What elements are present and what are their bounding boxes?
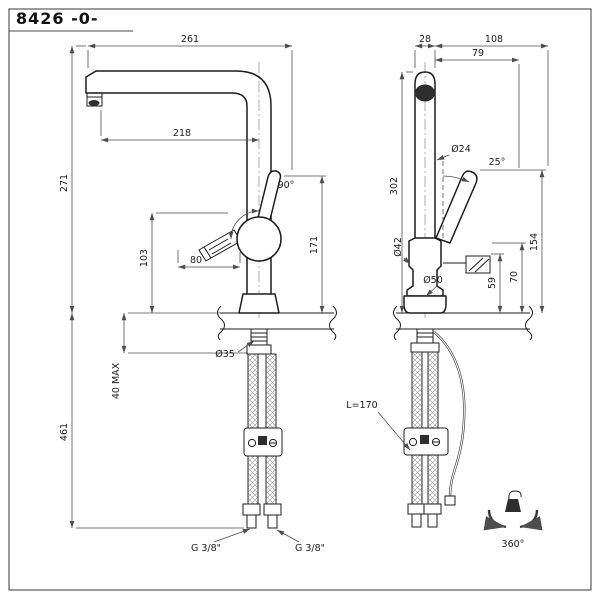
dim-label: 103 [139, 249, 150, 267]
dim-108: 108 [435, 34, 549, 166]
front-handle [435, 170, 478, 244]
dim-label: 40 MAX [111, 362, 122, 399]
hose-coupler [243, 427, 283, 457]
dim-40max: 40 MAX [111, 312, 248, 399]
dim-261: 261 [87, 34, 293, 170]
dim-label: 154 [529, 233, 540, 251]
dim-label: 79 [472, 48, 484, 59]
dim-label: 25° [489, 157, 506, 168]
dim-103: 103 [139, 212, 228, 313]
dim-label: 261 [181, 34, 199, 45]
dim-dia42: Ø42 [393, 237, 411, 265]
dim-label: 271 [59, 174, 70, 192]
side-base [238, 293, 280, 314]
sheet-border [8, 8, 592, 591]
dim-label: Ø50 [423, 275, 443, 286]
dim-271: 271 [59, 45, 86, 313]
faucet-pictogram [505, 499, 521, 512]
dim-g38-left: G 3/8" [191, 528, 251, 554]
dim-80: 80 [177, 250, 241, 270]
dim-label: 90° [278, 180, 295, 191]
faucet-side-outline [85, 70, 282, 314]
dim-154: 154 [480, 169, 546, 313]
side-undercounter [242, 328, 283, 529]
drawing-title: 8426 -0- [16, 9, 99, 28]
dim-label: G 3/8" [191, 543, 221, 554]
dim-label: Ø35 [215, 349, 235, 360]
dim-218: 218 [100, 110, 259, 143]
front-view: 28 108 79 302 Ø24 [346, 34, 549, 528]
dim-25deg: 25° [442, 157, 506, 238]
front-body [406, 237, 444, 297]
hose-coupler [403, 427, 449, 456]
spray-head [198, 229, 242, 262]
front-base [403, 295, 447, 314]
pullout-hose [433, 331, 466, 497]
dim-dia50: Ø50 [423, 275, 443, 297]
dim-dia35: Ø35 [215, 340, 255, 360]
dim-label: 108 [485, 34, 503, 45]
dim-label: 302 [389, 177, 400, 195]
front-dimensions: 28 108 79 302 Ø24 [346, 34, 549, 451]
dim-label: 80 [190, 255, 202, 266]
dim-59: 59 [487, 253, 504, 313]
swivel-arrow-right [519, 509, 543, 531]
dim-label: G 3/8" [295, 543, 325, 554]
ball-joint [236, 216, 282, 262]
front-spout-dark [415, 84, 435, 102]
dim-g38-right: G 3/8" [276, 529, 325, 554]
dim-79: 79 [435, 48, 520, 168]
dim-90deg: 90° [228, 180, 295, 240]
dim-label: Ø42 [393, 237, 404, 257]
side-handle [255, 170, 282, 229]
dim-label: Ø24 [451, 144, 471, 155]
dim-label: 28 [419, 34, 431, 45]
dim-label: 171 [309, 236, 320, 254]
swivel-arrow-left [483, 509, 507, 531]
dim-label: 218 [173, 128, 191, 139]
dim-label: 59 [487, 277, 498, 289]
swivel-icon: 360° [483, 490, 543, 550]
dim-dia24: Ø24 [436, 144, 471, 161]
spout-outlet-dark [88, 100, 100, 106]
side-view: 261 218 271 103 80 [59, 34, 337, 554]
dim-label: L=170 [346, 400, 377, 411]
front-undercounter [403, 328, 466, 528]
dim-70: 70 [492, 242, 526, 313]
dim-461: 461 [59, 313, 244, 529]
dim-171: 171 [284, 175, 326, 313]
dim-hose-length: L=170 [346, 400, 411, 451]
swivel-label: 360° [502, 539, 525, 550]
side-outlet [443, 255, 491, 274]
side-dimensions: 261 218 271 103 80 [59, 34, 326, 554]
dim-302: 302 [389, 71, 413, 313]
faucet-front-outline [403, 71, 491, 314]
dim-label: 70 [509, 271, 520, 283]
dim-label: 461 [59, 423, 70, 441]
